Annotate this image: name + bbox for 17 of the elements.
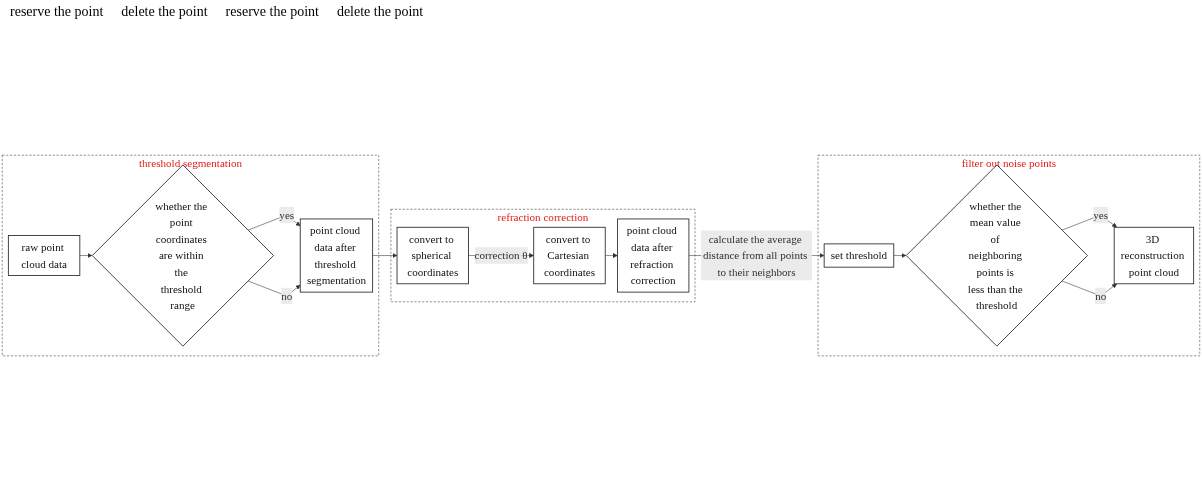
node-box: 3D reconstruction point cloud [1113, 226, 1195, 285]
node-box: convert to Cartesian coordinates [533, 226, 606, 285]
note-label: reserve the point [10, 4, 104, 20]
node-box: point cloud data after refraction correction [617, 218, 690, 293]
node-box: raw point cloud data [7, 235, 81, 276]
note-label: delete the point [336, 4, 424, 20]
node-box: set threshold [823, 243, 895, 268]
edge-label: no [1095, 289, 1107, 303]
edge-label: no [281, 289, 293, 303]
edge-label: yes [1093, 208, 1109, 222]
edge-label: correction θ [474, 249, 528, 262]
note-label: delete the point [121, 4, 208, 20]
edge-label: yes [279, 208, 295, 222]
node-box: point cloud data after threshold segmentation [299, 218, 374, 293]
node-box: convert to spherical coordinates [396, 226, 469, 285]
note-label: reserve the point [225, 4, 319, 20]
edge-label: calculate the average distance from all points to their neighbors [702, 232, 808, 279]
